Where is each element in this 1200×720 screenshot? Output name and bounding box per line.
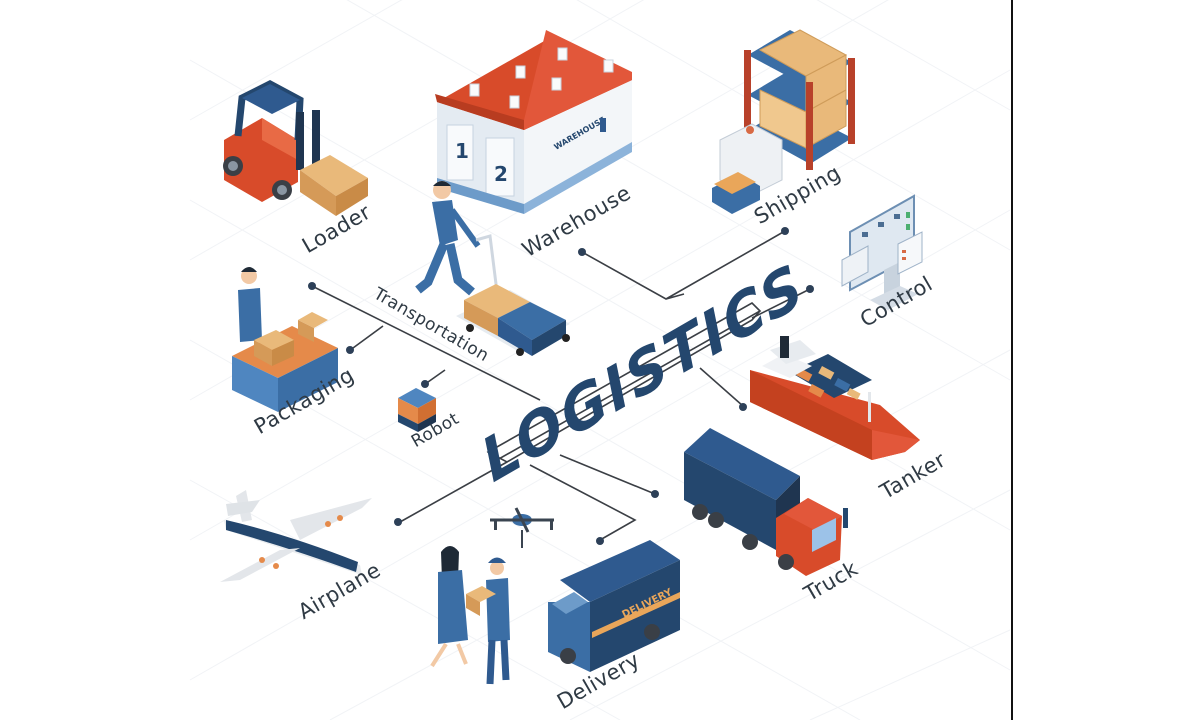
packing-desk-icon <box>232 267 338 412</box>
monitor-dashboard-icon <box>841 194 923 310</box>
forklift-icon <box>223 80 368 216</box>
door-number-1: 1 <box>455 139 469 163</box>
door-number-2: 2 <box>494 162 508 186</box>
warehouse-icon: 1 2 WAREHOUSE <box>435 30 632 214</box>
truck-icon <box>684 428 848 576</box>
drone-icon <box>490 507 554 548</box>
shelving-boxes-icon <box>712 29 855 214</box>
robot-icon <box>398 388 436 432</box>
connectors <box>311 230 809 541</box>
delivery-van-icon: DELIVERY <box>548 540 680 672</box>
connector-dots <box>308 227 814 545</box>
frame-border <box>1011 0 1013 720</box>
airplane-icon <box>220 490 372 582</box>
delivery-people-icon <box>430 546 510 685</box>
worker-cart-icon <box>415 181 570 356</box>
cargo-ship-icon <box>750 336 920 460</box>
